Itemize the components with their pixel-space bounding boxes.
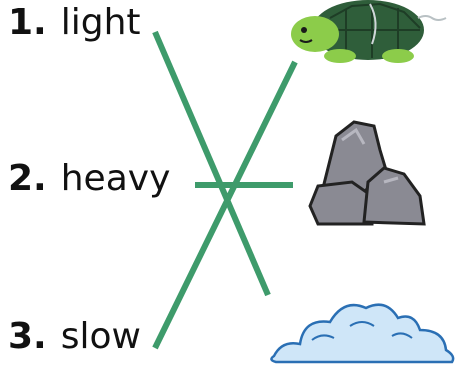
- word-item-slow: 3. slow: [8, 316, 141, 357]
- turtle-icon: [291, 0, 447, 63]
- word-item-light: 1. light: [8, 2, 141, 43]
- rock-icon: [308, 120, 426, 226]
- match-line-slow-turtle: [152, 60, 298, 350]
- item-number: 1.: [8, 2, 47, 43]
- word-label: slow: [60, 316, 141, 357]
- match-line-light-cloud: [152, 30, 271, 297]
- word-label: heavy: [60, 158, 171, 199]
- cloud-icon: [270, 303, 455, 364]
- word-label: light: [60, 2, 141, 43]
- item-number: 3.: [8, 316, 47, 357]
- item-number: 2.: [8, 158, 47, 199]
- word-item-heavy: 2. heavy: [8, 158, 170, 199]
